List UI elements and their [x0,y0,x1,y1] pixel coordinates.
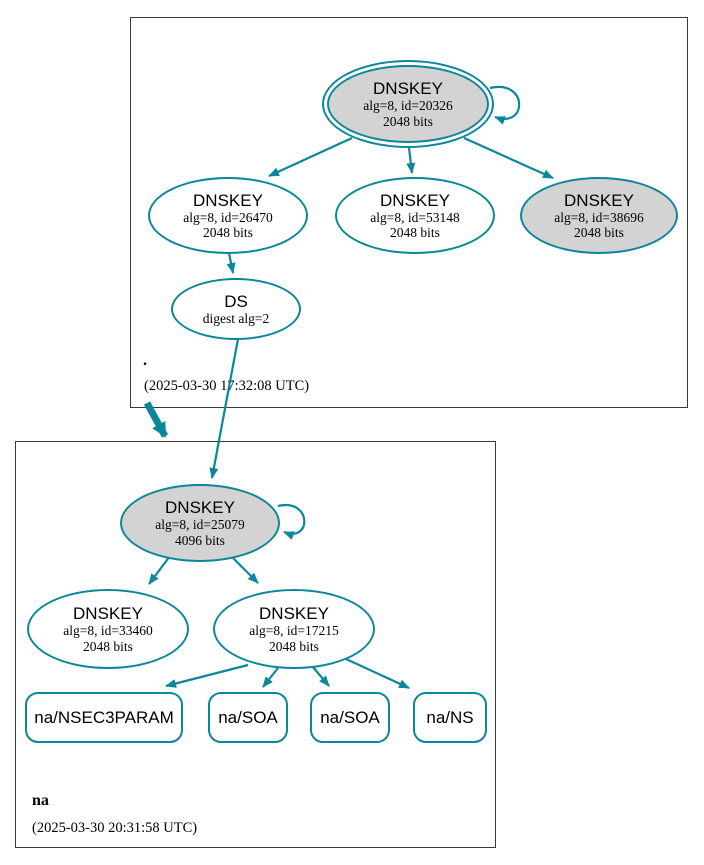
dnskey-node-53148[interactable]: DNSKEY alg=8, id=53148 2048 bits [335,177,495,254]
rrset-label: na/NSEC3PARAM [34,707,174,727]
node-title: DNSKEY [380,190,450,210]
node-detail: alg=8, id=33460 [63,623,153,638]
zone-timestamp-root: (2025-03-30 17:32:08 UTC) [144,378,310,394]
rrset-nsec3param[interactable]: na/NSEC3PARAM [25,692,183,743]
node-detail: alg=8, id=26470 [183,209,273,225]
node-title: DNSKEY [73,604,143,623]
node-detail: alg=8, id=25079 [155,517,245,532]
zone-timestamp-na: (2025-03-30 20:31:58 UTC) [32,820,198,836]
rrset-soa-2[interactable]: na/SOA [310,692,390,743]
dnskey-node-20326[interactable]: DNSKEY alg=8, id=20326 2048 bits [322,60,494,148]
node-title: DNSKEY [564,190,634,210]
zone-box-root [130,17,688,408]
dnskey-node-33460[interactable]: DNSKEY alg=8, id=33460 2048 bits [27,589,189,669]
rrset-label: na/SOA [218,707,278,727]
rrset-ns[interactable]: na/NS [413,692,487,743]
node-bits: 2048 bits [390,225,440,240]
node-detail: alg=8, id=38696 [554,209,644,225]
node-bits: 2048 bits [83,638,133,654]
node-bits: 2048 bits [574,225,624,240]
dnskey-node-17215[interactable]: DNSKEY alg=8, id=17215 2048 bits [213,589,375,669]
node-title: DNSKEY [193,190,263,210]
node-title: DNSKEY [165,498,235,517]
node-bits: 2048 bits [203,225,253,240]
rrset-label: na/NS [426,707,474,727]
zone-box-na [15,441,496,848]
node-detail: alg=8, id=53148 [370,209,460,225]
node-detail: alg=8, id=20326 [363,98,453,113]
node-bits: 2048 bits [269,638,319,654]
node-detail: digest alg=2 [202,310,270,326]
rrset-label: na/SOA [320,707,380,727]
ds-node[interactable]: DS digest alg=2 [171,278,301,340]
dnskey-node-38696[interactable]: DNSKEY alg=8, id=38696 2048 bits [520,177,678,254]
dnskey-node-26470[interactable]: DNSKEY alg=8, id=26470 2048 bits [148,177,308,254]
node-title: DNSKEY [373,79,443,98]
node-bits: 2048 bits [383,113,433,129]
node-title: DS [224,291,248,311]
zone-label-na: na [32,792,49,809]
rrset-soa-1[interactable]: na/SOA [208,692,288,743]
zone-label-root: . [143,352,147,369]
node-bits: 4096 bits [175,532,225,548]
node-title: DNSKEY [259,604,329,623]
dnskey-node-25079[interactable]: DNSKEY alg=8, id=25079 4096 bits [120,484,280,562]
node-detail: alg=8, id=17215 [249,623,339,638]
